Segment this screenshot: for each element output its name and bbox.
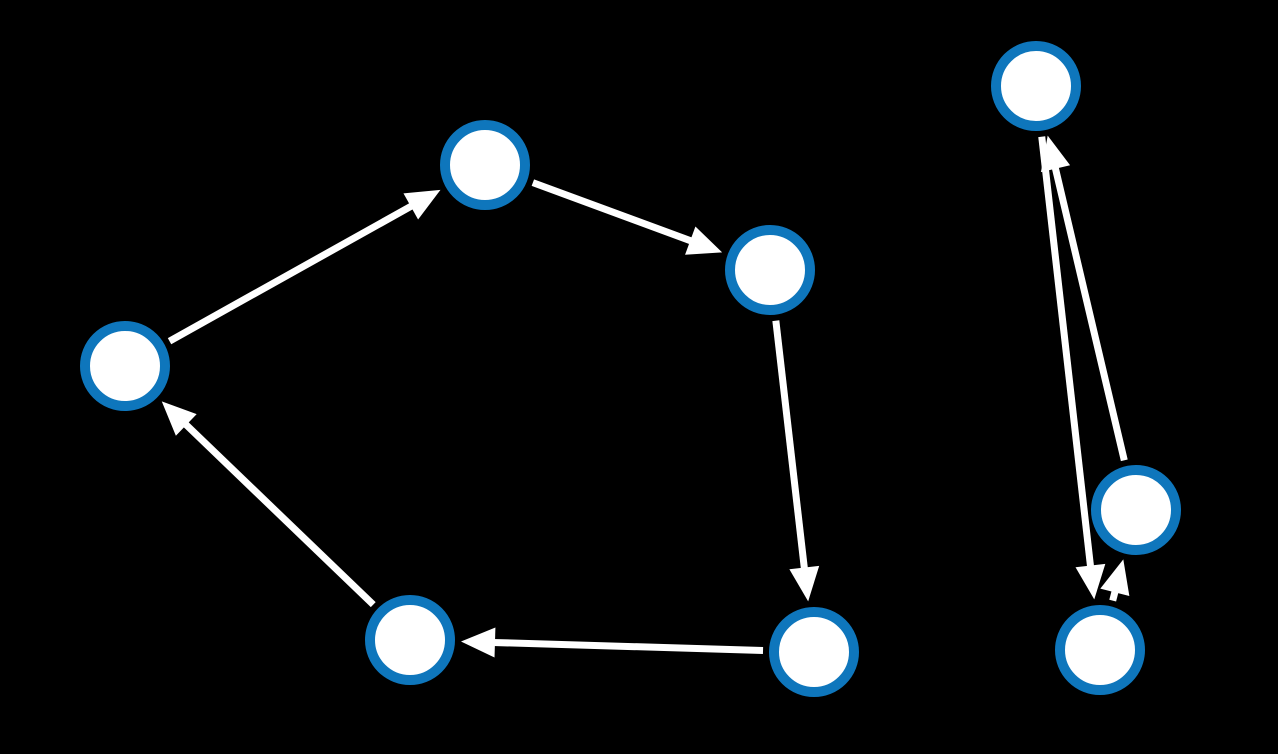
graph-node-n8[interactable] [365, 595, 455, 685]
arrowhead-icon-n3-to-n7 [789, 565, 820, 602]
edge-line-n7-to-n8 [492, 638, 764, 654]
arrowhead-icon-n2-to-n3 [685, 226, 723, 255]
edge-line-n2-to-n3 [531, 179, 694, 245]
arrowhead-icon-n1-to-n2 [403, 189, 441, 220]
edges-layer [161, 135, 1130, 658]
graph-node-n6[interactable] [1055, 605, 1145, 695]
edge-line-n4-to-n6 [1038, 136, 1095, 568]
graph-node-n2[interactable] [440, 120, 530, 210]
graph-node-n7[interactable] [769, 607, 859, 697]
arrowhead-icon-n4-to-n6 [1075, 563, 1106, 600]
graph-node-n5[interactable] [1091, 465, 1181, 555]
edge-line-n8-to-n1 [182, 420, 376, 608]
graph-node-n1[interactable] [80, 321, 170, 411]
arrowhead-icon-n7-to-n8 [460, 627, 496, 658]
arrowhead-icon-n8-to-n1 [161, 401, 197, 436]
graph-node-n4[interactable] [991, 41, 1081, 131]
arrowhead-icon-n5-to-n4 [1040, 135, 1071, 173]
edge-line-n3-to-n7 [772, 320, 808, 570]
graph-node-n3[interactable] [725, 225, 815, 315]
nodes-layer [80, 41, 1181, 697]
arrowhead-icon-n6-to-n5 [1100, 559, 1130, 597]
edge-line-n5-to-n4 [1051, 165, 1128, 462]
edge-line-n1-to-n2 [167, 202, 415, 345]
